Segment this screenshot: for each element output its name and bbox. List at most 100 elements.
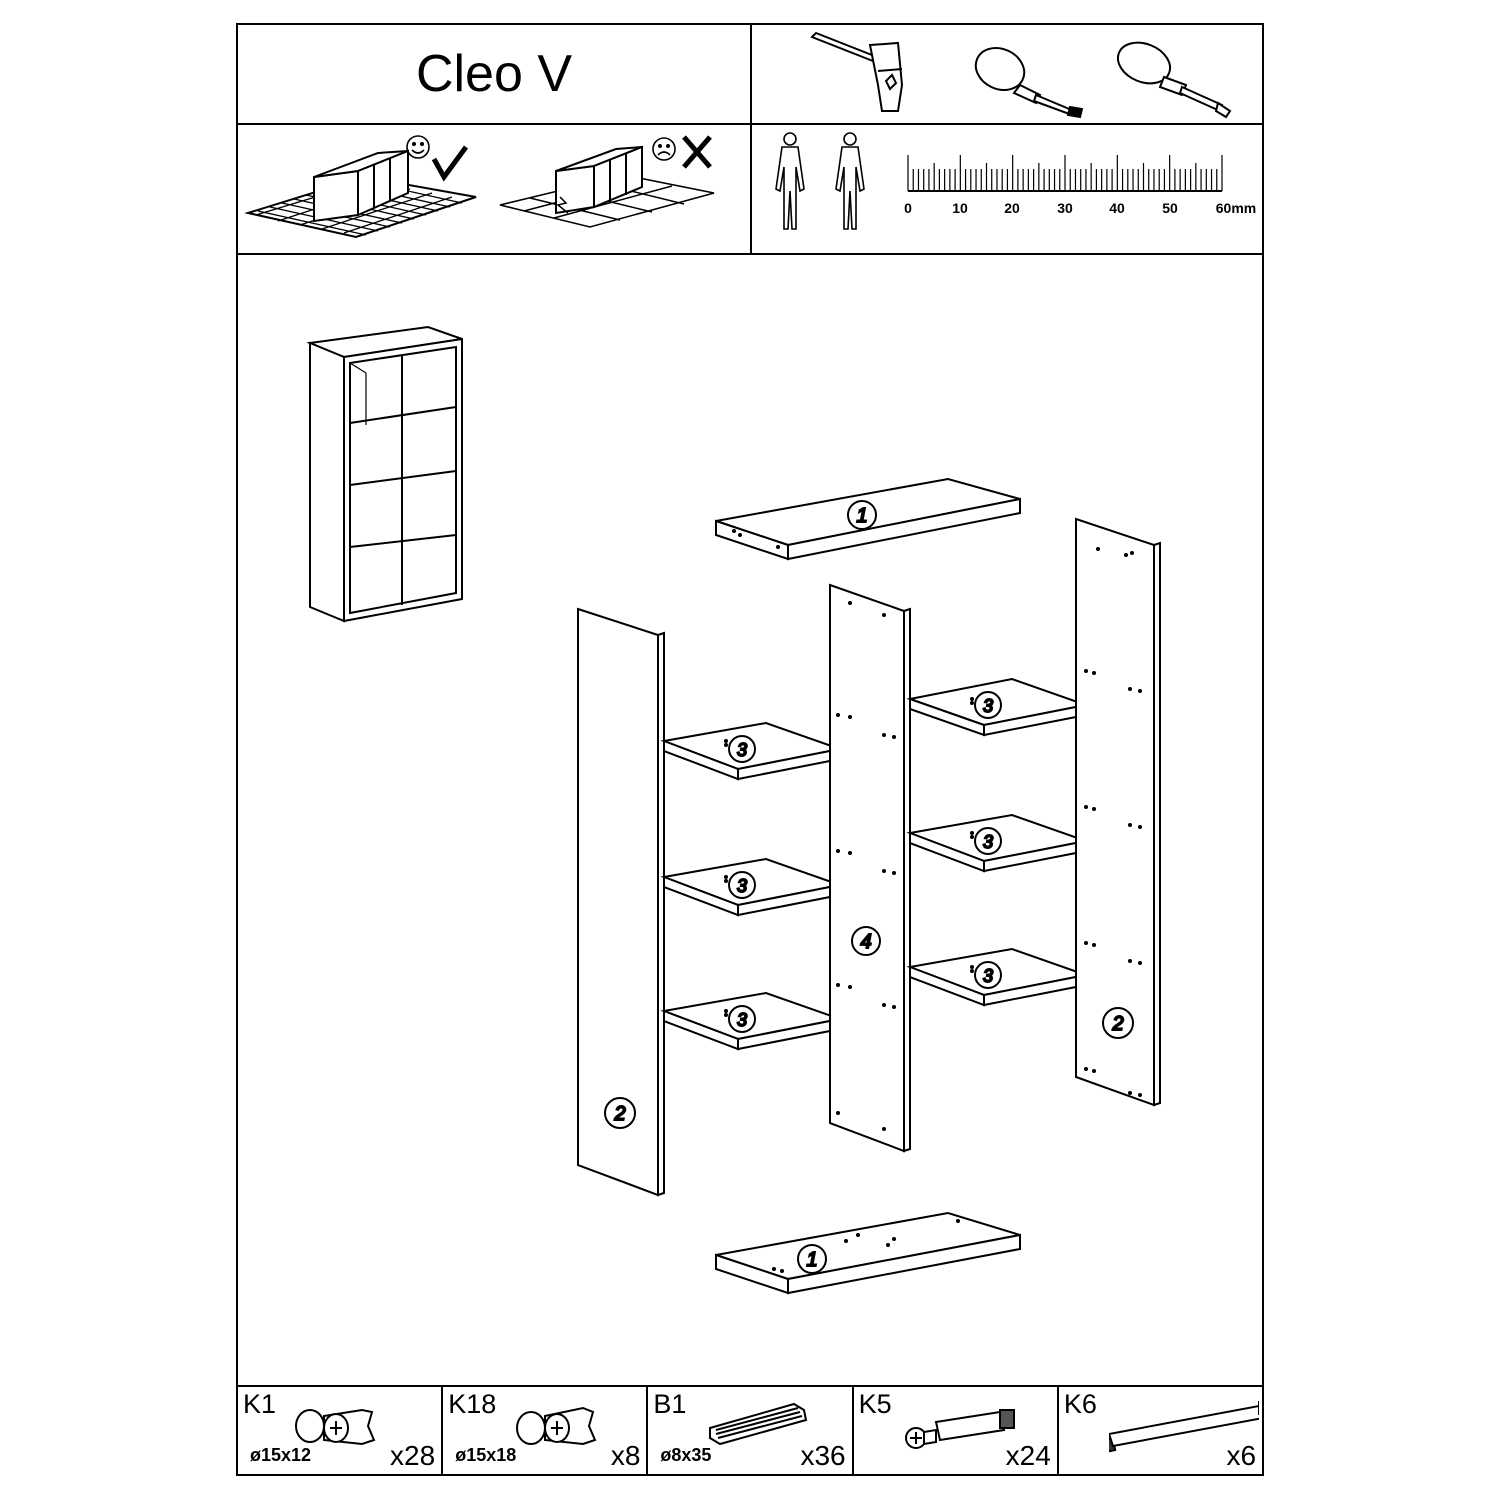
ruler-label-20: 20 [1004, 200, 1020, 216]
drill-hole [1084, 941, 1088, 945]
panel-bottom-label: 1 [806, 1249, 817, 1271]
part-code: K5 [858, 1389, 892, 1419]
drill-hole [836, 1111, 840, 1115]
shelf-left-2 [660, 857, 844, 917]
shelf-right-2 [906, 813, 1090, 873]
part-quantity: x8 [610, 1440, 641, 1471]
double-cam-bolt-icon [1108, 1401, 1259, 1457]
drill-hole [732, 529, 736, 533]
shelf-right-1 [906, 677, 1090, 737]
shelf-right-1-label: 3 [983, 696, 993, 716]
drill-hole [970, 969, 974, 973]
required-tools [752, 25, 1262, 125]
drill-hole [882, 869, 886, 873]
part-quantity: x28 [390, 1440, 436, 1471]
drill-hole [724, 739, 728, 743]
product-title: Cleo V [238, 25, 752, 125]
cam-bolt-icon [904, 1409, 1015, 1449]
drill-hole [956, 1219, 960, 1223]
panel-top-label: 1 [856, 505, 867, 527]
drill-hole [970, 835, 974, 839]
drill-hole [856, 1233, 860, 1237]
drill-hole [1138, 1093, 1142, 1097]
drill-hole [738, 533, 742, 537]
drill-hole [1092, 1069, 1096, 1073]
drill-hole [836, 983, 840, 987]
part-quantity: x36 [800, 1440, 846, 1471]
drill-hole [844, 1239, 848, 1243]
part-k5: K5 x24 [854, 1387, 1059, 1474]
drill-hole [836, 713, 840, 717]
drill-hole [780, 1269, 784, 1273]
sad-face-icon [652, 137, 676, 161]
drill-hole [724, 743, 728, 747]
drill-hole [882, 613, 886, 617]
ruler-label-10: 10 [952, 200, 968, 216]
happy-face-icon [406, 135, 430, 159]
drill-hole [1084, 805, 1088, 809]
drill-hole [882, 1003, 886, 1007]
part-quantity: x24 [1005, 1440, 1051, 1471]
carpet-assembly-icon [244, 149, 477, 239]
shelf-right-3-label: 3 [983, 966, 993, 986]
drill-hole [882, 733, 886, 737]
part-dimension: ø15x12 [250, 1445, 312, 1465]
drill-hole [1138, 825, 1142, 829]
drill-hole [724, 1009, 728, 1013]
drill-hole [1128, 687, 1132, 691]
person-icon [775, 132, 805, 230]
drill-hole [892, 735, 896, 739]
drill-hole [892, 871, 896, 875]
shelf-right-2-label: 3 [983, 832, 993, 852]
panel-side-left-label: 2 [613, 1103, 625, 1125]
drill-hole [848, 715, 852, 719]
drill-hole [1092, 807, 1096, 811]
drill-hole [1138, 689, 1142, 693]
ruler-label-50: 50 [1162, 200, 1178, 216]
drill-hole [1096, 547, 1100, 551]
cross-icon [682, 135, 712, 169]
part-code: K6 [1063, 1389, 1097, 1419]
drill-hole [970, 701, 974, 705]
drill-hole [882, 1127, 886, 1131]
part-k1: K1 ø15x12 x28 [238, 1387, 444, 1474]
drill-hole [1128, 1091, 1132, 1095]
drill-hole [1092, 943, 1096, 947]
panel-middle [829, 583, 911, 1153]
part-code: K1 [243, 1389, 277, 1419]
drill-hole [836, 849, 840, 853]
person-icon [835, 132, 865, 230]
part-dimension: ø15x18 [455, 1445, 517, 1465]
flat-screwdriver-icon [974, 47, 1084, 119]
drill-hole [970, 697, 974, 701]
drill-hole [1084, 669, 1088, 673]
cam-lock-icon [516, 1406, 597, 1446]
shelf-left-1 [660, 721, 844, 781]
drill-hole [848, 985, 852, 989]
drill-hole [724, 879, 728, 883]
part-k18: K18 ø15x18 x8 [443, 1387, 649, 1474]
ruler-label-0: 0 [904, 200, 912, 216]
drill-holes [724, 529, 1142, 1273]
drill-hole [970, 965, 974, 969]
floor-guidance [238, 125, 752, 255]
drill-hole [1084, 1067, 1088, 1071]
panel-side-right [1075, 517, 1161, 1107]
drill-hole [886, 1243, 890, 1247]
part-quantity: x6 [1226, 1440, 1257, 1471]
exploded-view: 1 2 3 [238, 255, 1262, 1385]
drill-hole [1138, 961, 1142, 965]
drill-hole [1128, 823, 1132, 827]
drill-hole [776, 545, 780, 549]
panel-side-right-label: 2 [1111, 1013, 1123, 1035]
shelf-left-2-label: 3 [737, 876, 747, 896]
part-b1: B1 ø8x35 x36 [648, 1387, 854, 1474]
part-k6: K6 x6 [1059, 1387, 1262, 1474]
ruler-icon [907, 155, 1223, 192]
cam-lock-icon [295, 1408, 376, 1446]
part-dimension: ø8x35 [660, 1445, 712, 1465]
drill-hole [1130, 551, 1134, 555]
drill-hole [1124, 553, 1128, 557]
ruler-label-30: 30 [1057, 200, 1073, 216]
drill-hole [1092, 671, 1096, 675]
